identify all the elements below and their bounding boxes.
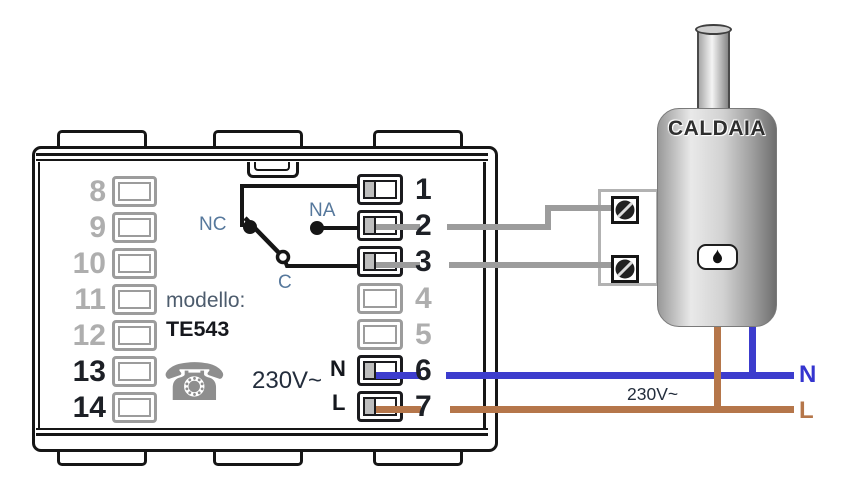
wire-terminal-3 — [283, 260, 358, 268]
terminal-number: 5 — [415, 318, 432, 351]
terminal-number: 14 — [72, 391, 106, 424]
terminal-cell — [118, 254, 151, 273]
contact-c-pivot — [275, 249, 291, 265]
mounting-tab — [57, 130, 147, 150]
terminal-cell — [363, 289, 397, 308]
terminal-cell — [363, 252, 397, 271]
wire-neutral — [446, 372, 794, 379]
terminal-number: 12 — [72, 319, 106, 352]
terminal-box-10 — [112, 248, 157, 279]
frame-notch-inner — [254, 162, 290, 171]
supply-voltage-label: 230V~ — [627, 384, 679, 404]
terminal-cell — [118, 326, 151, 345]
flame-badge — [697, 244, 738, 270]
terminal-number: 6 — [415, 354, 432, 387]
terminal-box-11 — [112, 284, 157, 315]
terminal-number: 9 — [89, 211, 106, 244]
terminal-cell — [118, 362, 151, 381]
terminal-box-4 — [357, 283, 403, 314]
wire-line-drop — [714, 327, 721, 413]
terminal-number: 4 — [415, 282, 432, 315]
frame-bezel-line — [36, 428, 488, 430]
terminal-box-8 — [112, 176, 157, 207]
label-na: NA — [309, 200, 336, 221]
terminal-number: 3 — [415, 245, 432, 278]
terminal-cell — [118, 398, 151, 417]
terminal-cell — [363, 361, 397, 380]
terminal-cell — [363, 325, 397, 344]
supply-line-label: L — [799, 397, 814, 424]
frame-bezel-line — [36, 433, 488, 436]
wire-neutral — [376, 372, 421, 379]
terminal-cell — [118, 218, 151, 237]
terminal-clamp — [365, 254, 376, 269]
model-label: modello: — [166, 289, 246, 312]
thermostat-module — [32, 146, 498, 452]
frame-bezel-line — [38, 162, 40, 428]
terminal-number: 1 — [415, 173, 432, 206]
terminal-box-6 — [357, 355, 403, 386]
terminal-number: 10 — [72, 247, 106, 280]
mounting-tab — [213, 130, 303, 150]
supply-neutral-label: N — [799, 361, 817, 388]
terminal-box-13 — [112, 356, 157, 387]
model-number: TE543 — [166, 317, 230, 341]
mounting-tab — [373, 130, 463, 150]
wire-line — [450, 406, 794, 413]
wire-na-signal — [545, 205, 613, 211]
boiler-title: CALDAIA — [668, 117, 766, 140]
frame-bezel-line — [483, 162, 486, 428]
terminal-number: 2 — [415, 209, 432, 242]
label-c: C — [278, 272, 292, 293]
wire-c-signal — [376, 262, 420, 268]
wire-na-signal — [376, 224, 420, 230]
screw-terminal-icon — [611, 196, 639, 224]
module-neutral-label: N — [330, 356, 346, 381]
terminal-cell — [118, 182, 151, 201]
contact-na-dot — [310, 221, 324, 235]
terminal-box-12 — [112, 320, 157, 351]
label-nc: NC — [199, 214, 227, 235]
telephone-icon: ☎ — [162, 354, 227, 412]
boiler-body: CALDAIA — [657, 108, 777, 327]
terminal-clamp — [365, 399, 376, 414]
terminal-number: 13 — [72, 355, 106, 388]
wire-line — [376, 406, 421, 413]
frame-bezel-line — [36, 159, 488, 161]
contact-nc-dot — [243, 220, 257, 234]
terminal-clamp — [365, 182, 376, 197]
terminal-number: 8 — [89, 175, 106, 208]
boiler-flue-opening — [695, 24, 732, 35]
relay-switch-drawing — [240, 184, 358, 268]
terminal-number: 11 — [74, 283, 106, 316]
terminal-box-9 — [112, 212, 157, 243]
wire-na-signal — [447, 224, 551, 230]
terminal-box-1 — [357, 174, 403, 205]
terminal-cell — [363, 180, 397, 199]
flame-icon — [713, 249, 722, 264]
boiler-flue-pipe — [697, 29, 730, 110]
module-voltage-label: 230V~ — [252, 367, 323, 394]
module-line-label: L — [332, 390, 346, 415]
terminal-box-14 — [112, 392, 157, 423]
wire-terminal-1 — [240, 184, 358, 227]
terminal-clamp — [365, 363, 376, 378]
frame-bezel-line — [36, 153, 488, 156]
terminal-box-5 — [357, 319, 403, 350]
terminal-cell — [118, 290, 151, 309]
screw-terminal-icon — [611, 255, 639, 283]
wire-c-signal — [449, 262, 613, 268]
terminal-box-3 — [357, 246, 403, 277]
terminal-number: 7 — [415, 390, 432, 423]
wire-na-signal — [545, 205, 551, 230]
terminal-clamp — [365, 218, 376, 233]
wire-neutral-drop — [749, 327, 756, 379]
